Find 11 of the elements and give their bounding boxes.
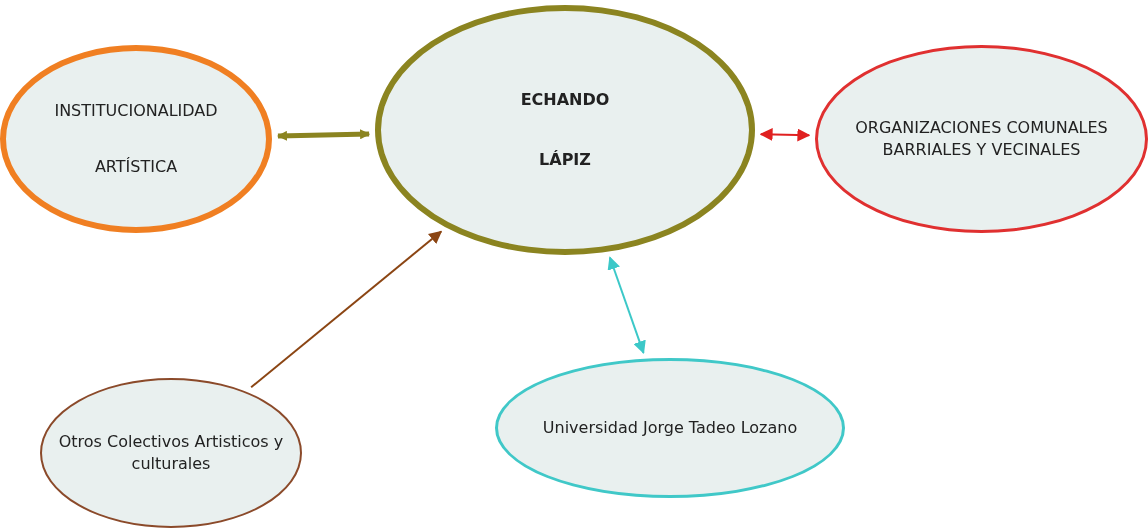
node-text: LÁPIZ	[539, 149, 591, 171]
arrow	[276, 129, 371, 141]
arrow	[607, 256, 646, 355]
arrow	[759, 128, 811, 142]
node-text: ECHANDO	[520, 89, 610, 111]
node-text: ARTÍSTICA	[94, 156, 178, 178]
node-text: Universidad Jorge Tadeo Lozano	[542, 417, 798, 439]
node-text: INSTITUCIONALIDAD	[54, 100, 218, 122]
node-text: Otros Colectivos Artisticos y culturales	[57, 431, 285, 475]
arrow	[250, 230, 443, 389]
node-text: ORGANIZACIONES COMUNALES BARRIALES Y VECINALES	[854, 117, 1109, 161]
